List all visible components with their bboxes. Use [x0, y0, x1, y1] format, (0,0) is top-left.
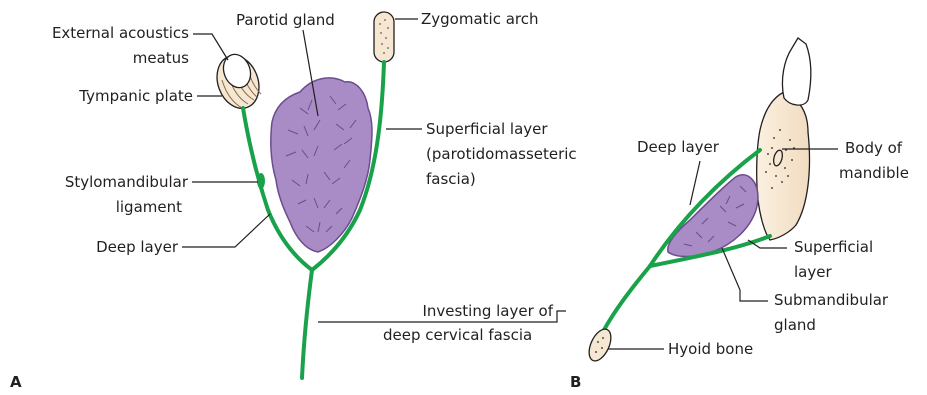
mandible-shape	[757, 38, 811, 240]
label-deep-layer-a: Deep layer	[96, 238, 179, 256]
label-zygomatic-arch: Zygomatic arch	[421, 10, 539, 28]
tooth-shape	[782, 38, 810, 105]
panel-b: Deep layer Body of mandible Superficial …	[570, 38, 909, 391]
label-submandibular-gland-2: gland	[774, 316, 816, 334]
label-investing-layer-2: deep cervical fascia	[383, 326, 532, 344]
label-superficial-layer-3: fascia)	[426, 170, 476, 188]
parotid-gland-shape	[271, 78, 372, 252]
panel-letter-b: B	[570, 373, 581, 391]
stylomandibular-ligament-shape	[257, 173, 265, 189]
label-external-acoustic-meatus-2: meatus	[133, 49, 189, 67]
tympanic-plate-shape	[210, 50, 266, 114]
panel-letter-a: A	[10, 373, 22, 391]
label-investing-layer-1: Investing layer of	[422, 302, 553, 320]
label-body-of-mandible-2: mandible	[839, 164, 909, 182]
label-hyoid-bone: Hyoid bone	[668, 340, 753, 358]
label-submandibular-gland-1: Submandibular	[774, 291, 889, 309]
label-stylomandibular-2: ligament	[116, 198, 182, 216]
zygomatic-arch-shape	[374, 12, 394, 62]
hyoid-bone-shape	[585, 326, 616, 364]
label-body-of-mandible-1: Body of	[845, 139, 903, 157]
label-superficial-layer-b-1: Superficial	[794, 238, 873, 256]
label-deep-layer-b: Deep layer	[637, 138, 720, 156]
label-tympanic-plate: Tympanic plate	[78, 87, 193, 105]
label-superficial-layer-2: (parotidomasseteric	[426, 145, 577, 163]
label-superficial-layer-1: Superficial layer	[426, 120, 548, 138]
label-stylomandibular-1: Stylomandibular	[65, 173, 189, 191]
label-parotid-gland: Parotid gland	[236, 11, 335, 29]
label-superficial-layer-b-2: layer	[794, 263, 832, 281]
panel-a: External acoustics meatus Tympanic plate…	[10, 10, 577, 391]
label-external-acoustic-meatus-1: External acoustics	[52, 24, 189, 42]
